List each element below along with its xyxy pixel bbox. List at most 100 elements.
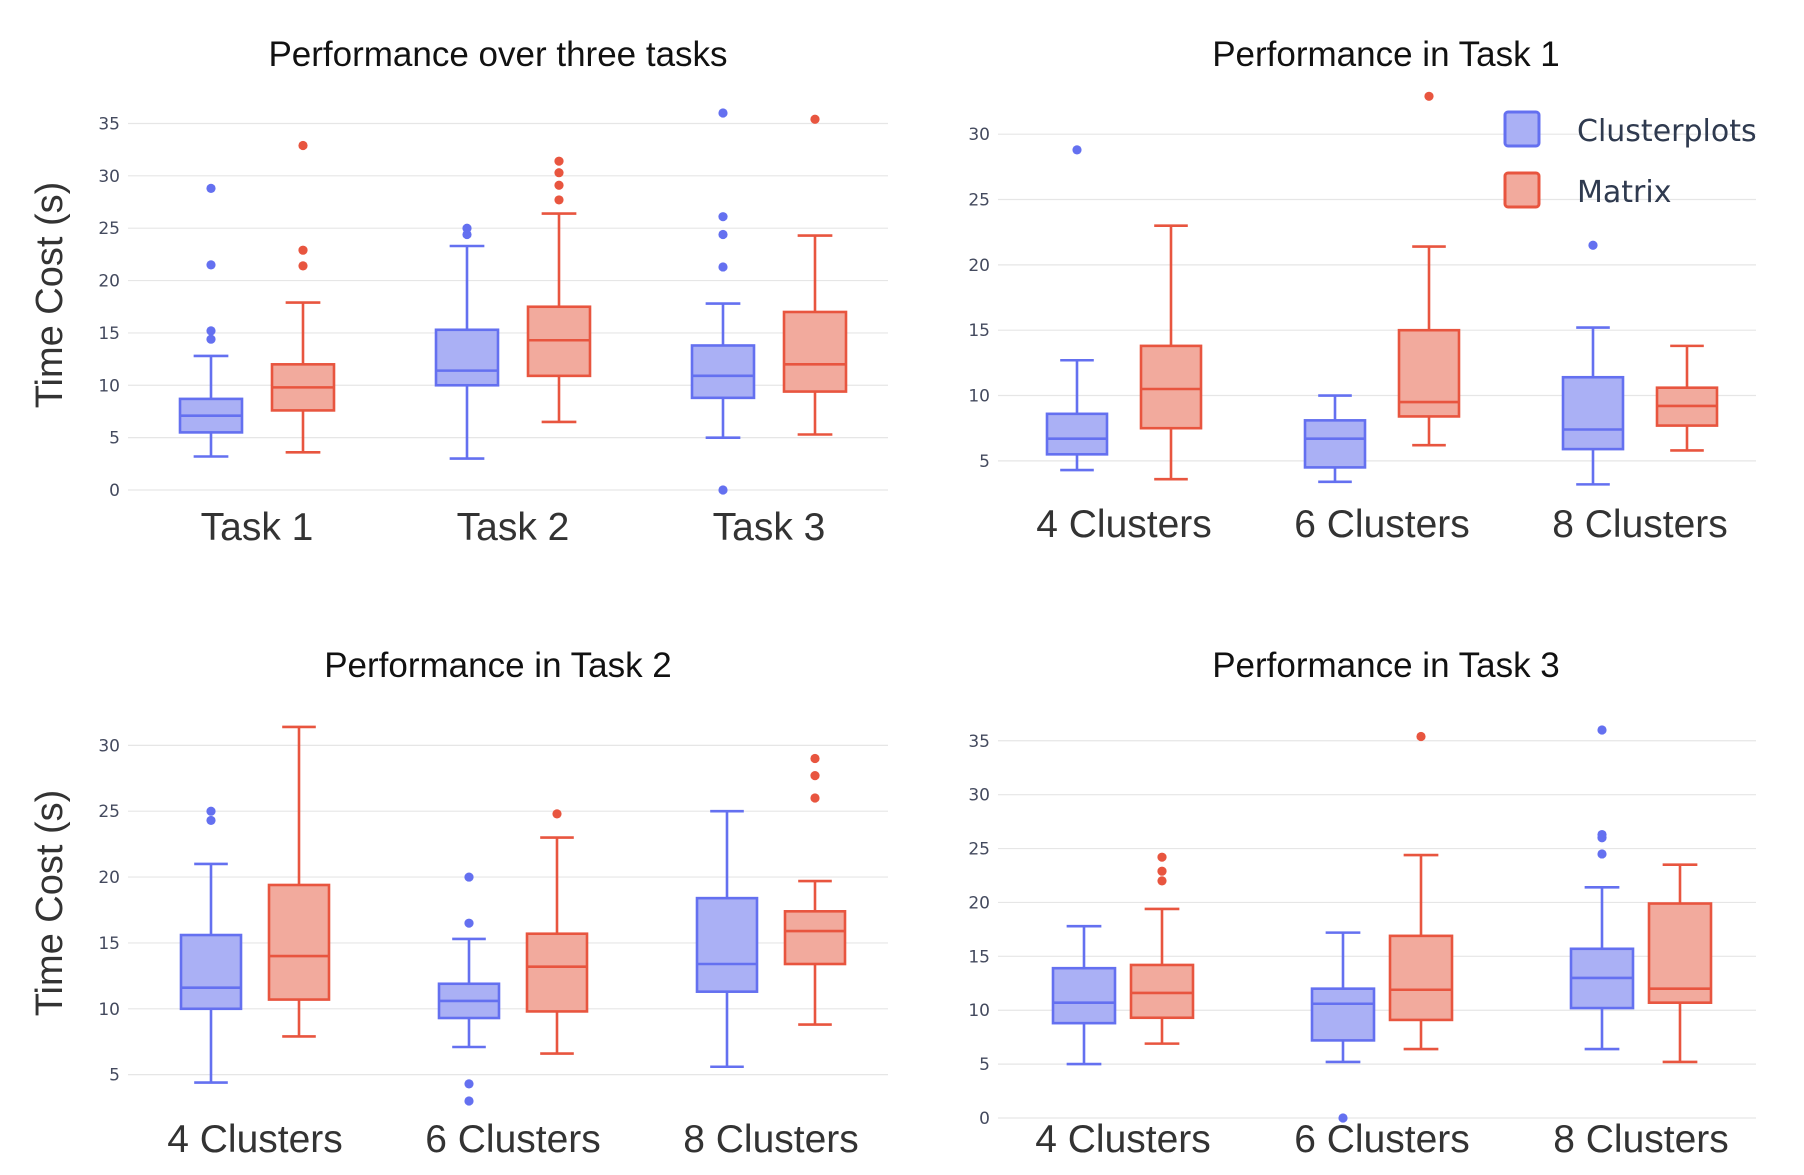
box-iqr (1303, 419, 1367, 469)
y-tick-label: 35 (968, 732, 990, 752)
chart-title: Performance in Task 1 (1212, 35, 1560, 74)
outlier-point (810, 771, 820, 781)
x-tick-label: 4 Clusters (1036, 503, 1212, 546)
y-tick-label: 30 (968, 786, 990, 806)
outlier-point (1588, 240, 1598, 250)
box-iqr (1051, 966, 1117, 1025)
series-clusterplots (1045, 145, 1625, 486)
y-tick-label: 10 (98, 1000, 120, 1020)
box-iqr (434, 328, 500, 387)
box-clusterplots (437, 872, 501, 1106)
outlier-point (464, 918, 474, 928)
y-axis-label: Time Cost (s) (29, 182, 71, 409)
box-iqr (783, 910, 847, 966)
outlier-point (810, 753, 820, 764)
outlier-point (1416, 731, 1426, 742)
box-iqr (1397, 328, 1461, 418)
box-iqr (1388, 934, 1454, 1022)
y-tick-label: 5 (109, 429, 120, 449)
y-tick-label: 15 (98, 324, 120, 344)
y-axis-label: Time Cost (s) (29, 790, 71, 1017)
box-iqr (1647, 902, 1713, 1004)
outlier-point (298, 245, 308, 255)
series-clusterplots (1051, 725, 1635, 1123)
box-matrix (526, 156, 592, 424)
chart-title: Performance over three tasks (268, 35, 727, 74)
outlier-point (464, 1096, 474, 1106)
outlier-point (206, 806, 216, 816)
outlier-point (206, 815, 216, 826)
box-clusterplots (695, 809, 759, 1069)
outlier-point (206, 334, 216, 344)
box-iqr (1129, 963, 1195, 1020)
outlier-point (1157, 876, 1167, 886)
y-tick-label: 15 (968, 321, 990, 341)
y-tick-label: 20 (968, 256, 990, 276)
box-iqr (525, 932, 589, 1013)
outlier-point (554, 156, 564, 166)
y-tick-label: 30 (98, 167, 120, 187)
series-clusterplots (178, 108, 756, 495)
box-iqr (179, 933, 243, 1011)
outlier-point (718, 229, 728, 240)
outlier-point (810, 793, 820, 803)
outlier-point (464, 1079, 474, 1089)
outlier-point (552, 809, 562, 819)
x-tick-label: 4 Clusters (1035, 1118, 1211, 1161)
outlier-point (1597, 849, 1607, 859)
y-tick-label: 15 (98, 934, 120, 954)
box-matrix (270, 140, 336, 454)
x-tick-label: Task 3 (713, 506, 826, 549)
outlier-point (1072, 145, 1082, 155)
box-matrix (1129, 852, 1195, 1045)
box-iqr (1045, 412, 1109, 456)
outlier-point (718, 262, 728, 272)
outlier-point (1424, 91, 1434, 101)
x-tick-label: 4 Clusters (167, 1118, 343, 1161)
box-clusterplots (1561, 240, 1625, 486)
box-clusterplots (690, 108, 756, 495)
y-tick-label: 5 (979, 1055, 990, 1075)
y-tick-label: 35 (98, 114, 120, 134)
box-iqr (782, 310, 848, 393)
outlier-point (554, 195, 564, 205)
outlier-point (206, 183, 216, 193)
y-tick-label: 25 (98, 802, 120, 822)
outlier-point (554, 168, 564, 178)
y-tick-label: 10 (968, 1001, 990, 1021)
series-matrix (1129, 731, 1713, 1064)
outlier-point (718, 108, 728, 118)
legend-label-matrix: Matrix (1577, 175, 1671, 210)
chart-title: Performance in Task 3 (1212, 646, 1560, 685)
x-tick-label: 8 Clusters (1552, 503, 1728, 546)
outlier-point (718, 212, 728, 222)
x-tick-label: 6 Clusters (1294, 1118, 1470, 1161)
y-tick-label: 20 (98, 272, 120, 292)
box-iqr (695, 896, 759, 993)
outlier-point (298, 261, 308, 271)
box-matrix (1647, 863, 1713, 1064)
legend-swatch-clusterplots (1503, 110, 1541, 148)
box-matrix (1655, 344, 1719, 452)
box-clusterplots (1310, 931, 1376, 1123)
box-clusterplots (1051, 924, 1117, 1066)
box-clusterplots (434, 223, 500, 460)
outlier-point (1338, 1113, 1348, 1123)
outlier-point (462, 223, 472, 233)
box-matrix (1388, 731, 1454, 1051)
series-clusterplots (179, 806, 759, 1106)
y-tick-label: 25 (98, 219, 120, 239)
outlier-point (206, 260, 216, 270)
box-matrix (1397, 91, 1461, 447)
outlier-point (810, 114, 820, 124)
outlier-point (1597, 829, 1607, 840)
y-tick-label: 20 (968, 893, 990, 913)
box-matrix (783, 753, 847, 1026)
legend-label-clusterplots: Clusterplots (1577, 114, 1757, 149)
y-tick-label: 0 (979, 1109, 990, 1129)
outlier-point (1157, 852, 1167, 862)
